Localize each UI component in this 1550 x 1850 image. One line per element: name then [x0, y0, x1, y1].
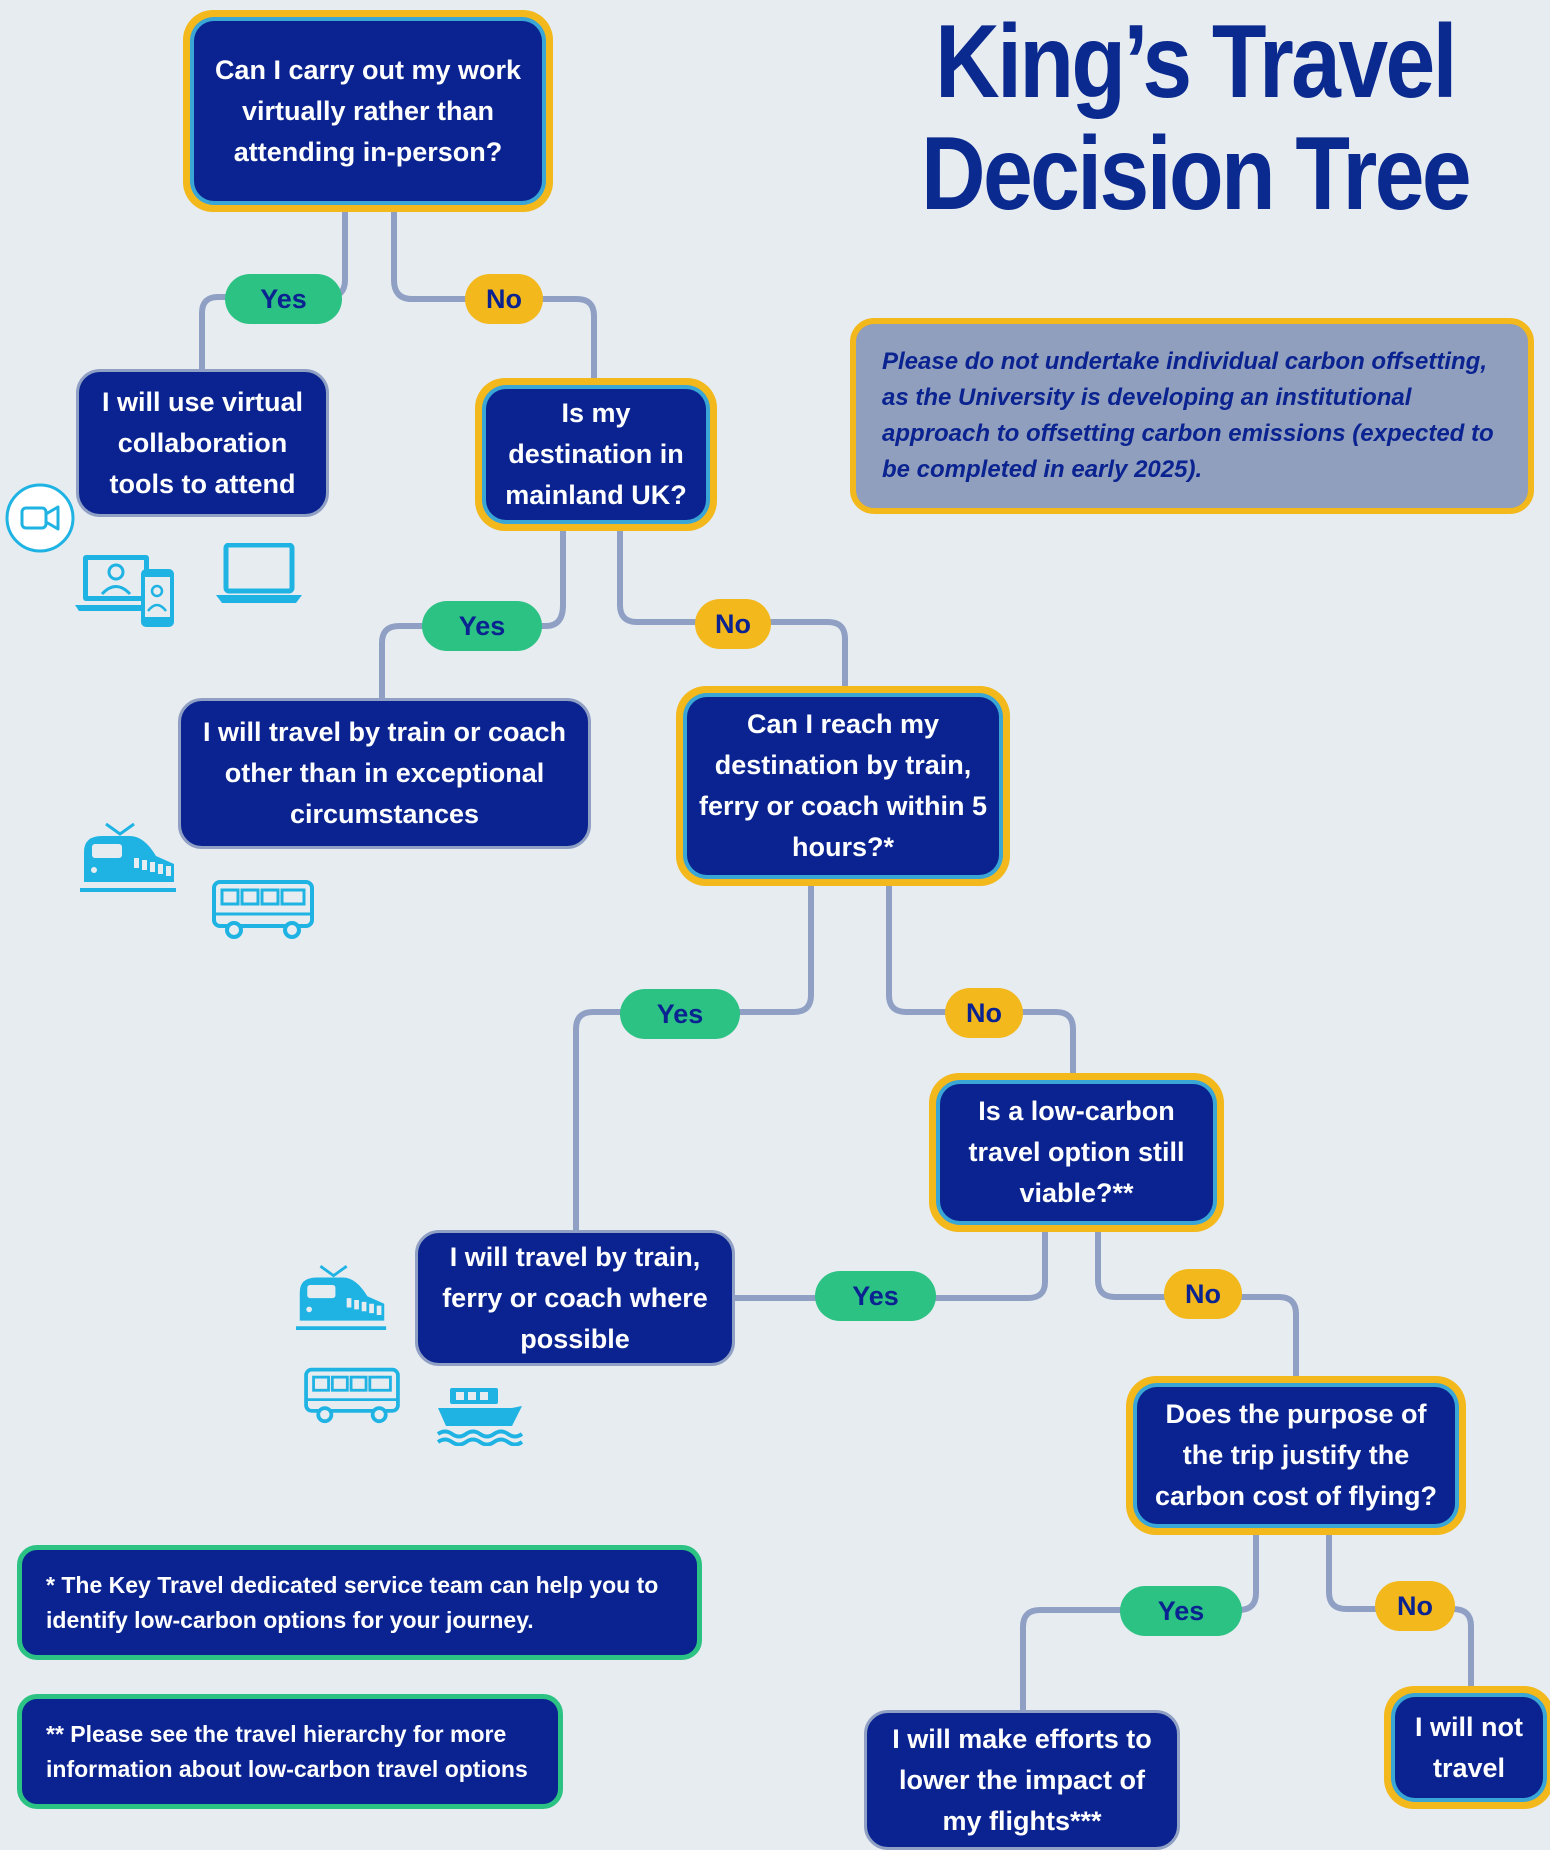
- laptop-video-call-icon: [75, 555, 174, 627]
- answer-node-uk-train-coach: I will travel by train or coach other th…: [178, 698, 591, 849]
- no-label: No: [1375, 1581, 1455, 1631]
- question-text: Is a low-carbon travel option still viab…: [968, 1096, 1185, 1208]
- title-line-1: King’s Travel: [935, 4, 1457, 120]
- footnote-text: ** Please see the travel hierarchy for m…: [46, 1721, 528, 1782]
- laptop-icon: [216, 543, 302, 603]
- title-line-2: Decision Tree: [920, 116, 1472, 232]
- yes-label: Yes: [1120, 1586, 1242, 1636]
- answer-text: I will use virtual collaboration tools t…: [101, 386, 304, 499]
- footnote-travel-hierarchy: ** Please see the travel hierarchy for m…: [17, 1694, 563, 1809]
- question-node-virtual: Can I carry out my work virtually rather…: [183, 10, 553, 212]
- question-node-mainland-uk: Is my destination in mainland UK?: [475, 378, 717, 531]
- note-text: Please do not undertake individual carbo…: [882, 348, 1494, 483]
- question-text: Can I carry out my work virtually rather…: [214, 54, 522, 167]
- answer-text: I will make efforts to lower the impact …: [892, 1723, 1152, 1836]
- question-text: Does the purpose of the trip justify the…: [1154, 1399, 1437, 1511]
- question-node-low-carbon: Is a low-carbon travel option still viab…: [929, 1073, 1224, 1232]
- yes-label: Yes: [225, 274, 342, 324]
- ferry-icon: [436, 1388, 524, 1446]
- answer-node-not-travel: I will not travel: [1384, 1686, 1550, 1809]
- yes-label: Yes: [620, 989, 740, 1039]
- no-label: No: [945, 988, 1023, 1038]
- question-node-five-hours: Can I reach my destination by train, fer…: [676, 686, 1010, 886]
- train-icon: [296, 1265, 387, 1331]
- video-camera-icon: [5, 483, 75, 553]
- no-label: No: [695, 599, 771, 649]
- question-text: Is my destination in mainland UK?: [505, 398, 687, 510]
- answer-node-lower-flight-impact: I will make efforts to lower the impact …: [864, 1710, 1180, 1850]
- answer-text: I will travel by train, ferry or coach w…: [442, 1241, 708, 1354]
- footnote-key-travel: * The Key Travel dedicated service team …: [17, 1545, 702, 1660]
- no-label: No: [465, 274, 543, 324]
- yes-label: Yes: [422, 601, 542, 651]
- no-label: No: [1164, 1269, 1242, 1319]
- answer-text: I will travel by train or coach other th…: [202, 717, 567, 829]
- footnote-text: * The Key Travel dedicated service team …: [46, 1572, 659, 1633]
- answer-node-train-ferry-coach: I will travel by train, ferry or coach w…: [415, 1230, 735, 1366]
- question-node-justify-flying: Does the purpose of the trip justify the…: [1126, 1376, 1466, 1535]
- answer-text: I will not travel: [1415, 1711, 1523, 1783]
- bus-icon: [212, 880, 314, 939]
- answer-node-virtual-tools: I will use virtual collaboration tools t…: [76, 369, 329, 517]
- train-icon: [80, 822, 176, 892]
- yes-label: Yes: [815, 1271, 936, 1321]
- carbon-offsetting-note: Please do not undertake individual carbo…: [850, 318, 1534, 514]
- page-title: King’s Travel Decision Tree: [916, 6, 1475, 230]
- bus-icon: [304, 1367, 400, 1424]
- question-text: Can I reach my destination by train, fer…: [698, 709, 988, 862]
